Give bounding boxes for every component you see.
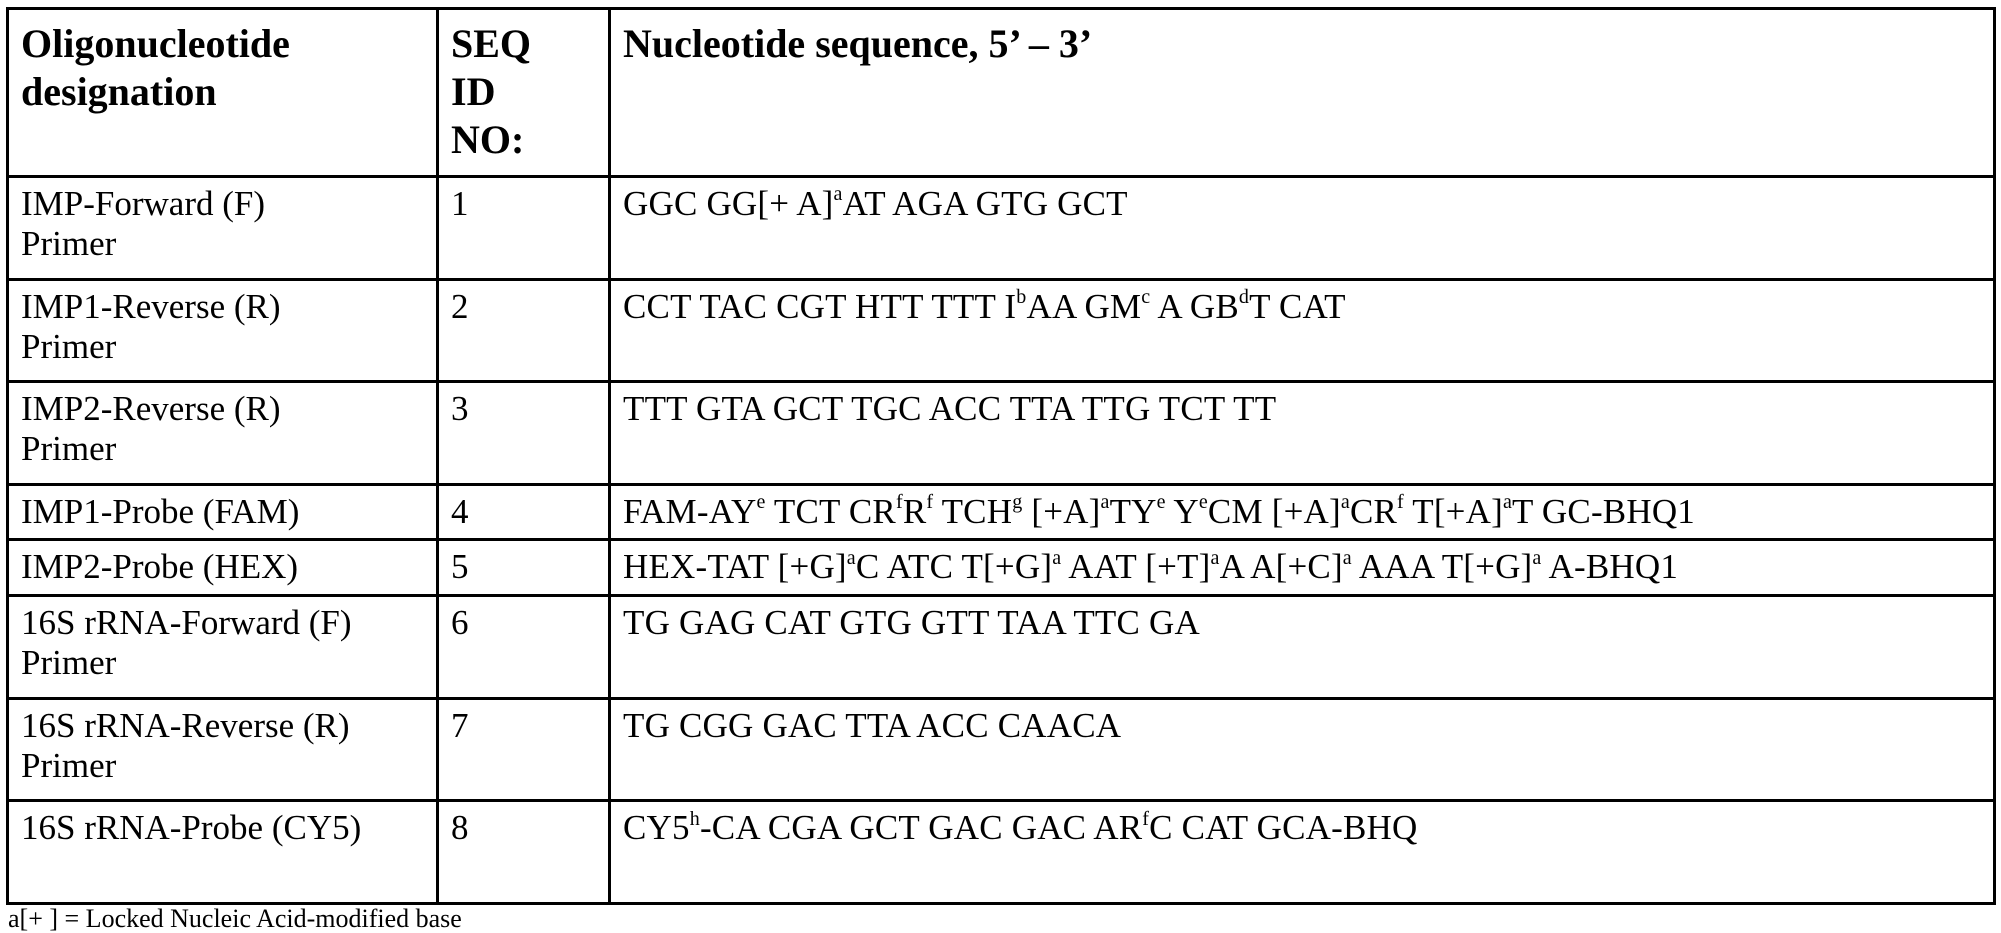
header-row: Oligonucleotide designation SEQ ID NO: N… [8,9,1995,177]
cell-sequence: TTT GTA GCT TGC ACC TTA TTG TCT TT [610,382,1995,485]
sequence-segment: [+A] [1022,492,1100,531]
sequence-segment: HEX-TAT [+G] [623,547,847,586]
sequence-segment: AA GM [1026,287,1141,326]
sequence-segment: Y [1166,492,1199,531]
table-footnote: a[+ ] = Locked Nucleic Acid-modified bas… [8,906,462,932]
sequence-superscript: a [1503,491,1512,513]
sequence-superscript: e [1199,491,1208,513]
sequence-superscript: a [1052,547,1061,569]
cell-sequence: TG GAG CAT GTG GTT TAA TTC GA [610,596,1995,699]
cell-designation: IMP1-Reverse (R) Primer [8,279,438,382]
cell-sequence: HEX-TAT [+G]aC ATC T[+G]a AAT [+T]aA A[+… [610,540,1995,596]
cell-designation: 16S rRNA-Probe (CY5) [8,801,438,904]
table-row: IMP-Forward (F) Primer1GGC GG[+ A]aAT AG… [8,177,1995,280]
sequence-segment: CY5 [623,808,690,847]
sequence-superscript: e [756,491,765,513]
sequence-superscript: g [1012,491,1022,513]
sequence-segment: -CA CGA GCT GAC GAC AR [700,808,1142,847]
sequence-segment: CM [+A] [1208,492,1341,531]
table-row: 16S rRNA-Probe (CY5)8CY5h-CA CGA GCT GAC… [8,801,1995,904]
sequence-superscript: c [1141,286,1150,308]
sequence-superscript: a [1532,547,1541,569]
sequence-superscript: f [1142,808,1149,830]
cell-seq-id: 1 [438,177,610,280]
sequence-segment: C CAT GCA-BHQ [1149,808,1417,847]
cell-seq-id: 6 [438,596,610,699]
sequence-segment: A-BHQ1 [1542,547,1679,586]
sequence-superscript: a [847,547,856,569]
sequence-segment: TY [1110,492,1157,531]
cell-seq-id: 5 [438,540,610,596]
table-row: IMP1-Probe (FAM)4FAM-AYe TCT CRfRf TCHg … [8,484,1995,540]
sequence-superscript: h [690,808,700,830]
sequence-segment: AT AGA GTG GCT [843,184,1128,223]
sequence-superscript: a [1343,547,1352,569]
table-row: IMP2-Probe (HEX)5HEX-TAT [+G]aC ATC T[+G… [8,540,1995,596]
sequence-segment: T[+A] [1404,492,1503,531]
sequence-superscript: a [1210,547,1219,569]
sequence-segment: FAM-AY [623,492,756,531]
sequence-segment: A A[+C] [1220,547,1343,586]
header-sequence: Nucleotide sequence, 5’ – 3’ [610,9,1995,177]
oligonucleotide-table: Oligonucleotide designation SEQ ID NO: N… [6,7,1996,905]
sequence-segment: TTT GTA GCT TGC ACC TTA TTG TCT TT [623,389,1276,428]
cell-sequence: CCT TAC CGT HTT TTT IbAA GMc A GBdT CAT [610,279,1995,382]
sequence-segment: TCH [933,492,1012,531]
cell-seq-id: 7 [438,698,610,801]
sequence-segment: R [903,492,927,531]
sequence-segment: A GB [1150,287,1239,326]
sequence-superscript: a [1100,491,1109,513]
sequence-segment: TG CGG GAC TTA ACC CAACA [623,706,1121,745]
header-designation: Oligonucleotide designation [8,9,438,177]
cell-sequence: CY5h-CA CGA GCT GAC GAC ARfC CAT GCA-BHQ [610,801,1995,904]
table-row: IMP1-Reverse (R) Primer2CCT TAC CGT HTT … [8,279,1995,382]
sequence-segment: T CAT [1249,287,1346,326]
sequence-superscript: f [926,491,933,513]
sequence-segment: CCT TAC CGT HTT TTT I [623,287,1016,326]
cell-designation: IMP1-Probe (FAM) [8,484,438,540]
sequence-superscript: a [1341,491,1350,513]
cell-designation: IMP2-Probe (HEX) [8,540,438,596]
cell-sequence: FAM-AYe TCT CRfRf TCHg [+A]aTYe YeCM [+A… [610,484,1995,540]
table-row: IMP2-Reverse (R) Primer3 TTT GTA GCT TGC … [8,382,1995,485]
header-seq-id: SEQ ID NO: [438,9,610,177]
sequence-superscript: f [896,491,903,513]
cell-sequence: TG CGG GAC TTA ACC CAACA [610,698,1995,801]
cell-seq-id: 8 [438,801,610,904]
cell-designation: 16S rRNA-Reverse (R) Primer [8,698,438,801]
sequence-superscript: d [1239,286,1249,308]
sequence-segment: AAT [+T] [1061,547,1210,586]
sequence-segment: TG GAG CAT GTG GTT TAA TTC GA [623,603,1200,642]
sequence-superscript: b [1016,286,1026,308]
cell-designation: IMP2-Reverse (R) Primer [8,382,438,485]
cell-seq-id: 2 [438,279,610,382]
sequence-segment: C ATC T[+G] [856,547,1052,586]
sequence-segment: T GC-BHQ1 [1512,492,1695,531]
sequence-superscript: e [1157,491,1166,513]
sequence-segment: AAA T[+G] [1352,547,1533,586]
cell-designation: IMP-Forward (F) Primer [8,177,438,280]
sequence-superscript: a [834,183,843,205]
sequence-segment: CR [1350,492,1397,531]
cell-designation: 16S rRNA-Forward (F) Primer [8,596,438,699]
table-row: 16S rRNA-Forward (F) Primer6 TG GAG CAT G… [8,596,1995,699]
sequence-segment: TCT CR [766,492,896,531]
cell-seq-id: 4 [438,484,610,540]
cell-sequence: GGC GG[+ A]aAT AGA GTG GCT [610,177,1995,280]
table-row: 16S rRNA-Reverse (R) Primer7 TG CGG GAC T… [8,698,1995,801]
sequence-segment: GGC GG[+ A] [623,184,834,223]
cell-seq-id: 3 [438,382,610,485]
sequence-superscript: f [1397,491,1404,513]
